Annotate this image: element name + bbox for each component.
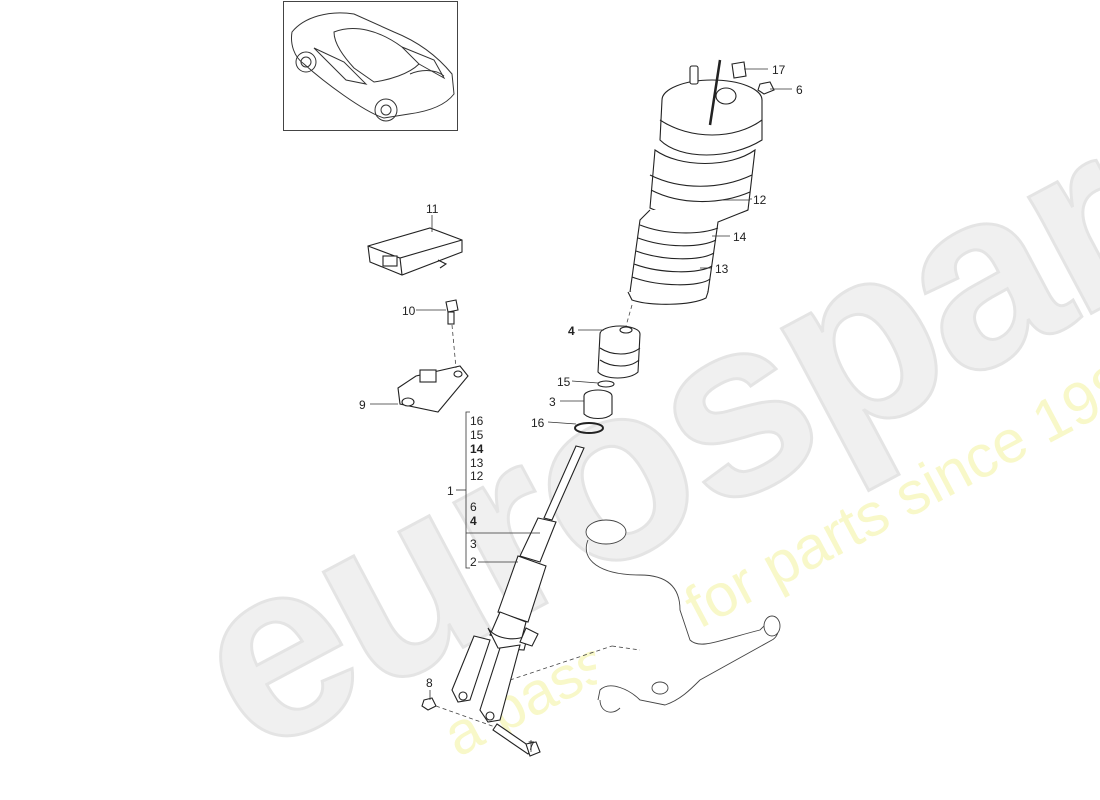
- group-item-13[interactable]: 13: [470, 456, 484, 470]
- group-item-14[interactable]: 14: [470, 442, 484, 456]
- group-item-15[interactable]: 15: [470, 428, 484, 442]
- callout-11[interactable]: 11: [426, 202, 439, 216]
- o-ring-small[interactable]: [597, 380, 615, 388]
- hex-bolt[interactable]: [492, 723, 541, 757]
- air-spring[interactable]: [649, 59, 763, 220]
- callout-12[interactable]: 12: [753, 193, 767, 207]
- callout-14[interactable]: 14: [733, 230, 747, 244]
- control-unit[interactable]: [367, 227, 463, 276]
- group-item-16[interactable]: 16: [470, 414, 484, 428]
- lock-nut[interactable]: [421, 697, 437, 711]
- screw[interactable]: [445, 299, 459, 325]
- control-arm: [585, 519, 781, 713]
- group-item-6[interactable]: 6: [470, 500, 477, 514]
- bump-stop-buffer[interactable]: [597, 325, 641, 379]
- group-item-3[interactable]: 3: [470, 537, 477, 551]
- protective-bellows[interactable]: [627, 209, 749, 305]
- callout-16[interactable]: 16: [531, 416, 545, 430]
- sensor[interactable]: [397, 365, 469, 413]
- callout-3[interactable]: 3: [549, 395, 556, 409]
- bump-stop-bushing[interactable]: [583, 389, 613, 420]
- callout-15[interactable]: 15: [557, 375, 571, 389]
- strut-lower-housing[interactable]: [451, 517, 557, 723]
- piston-rod: [543, 445, 585, 521]
- callout-13[interactable]: 13: [715, 262, 729, 276]
- vehicle-thumbnail: [283, 1, 458, 131]
- callout-1[interactable]: 1: [447, 484, 454, 498]
- callout-17[interactable]: 17: [772, 63, 786, 77]
- group-item-4[interactable]: 4: [470, 514, 477, 528]
- hex-nut[interactable]: [757, 81, 775, 95]
- car-icon: [291, 12, 455, 122]
- callout-9[interactable]: 9: [359, 398, 366, 412]
- callout-6[interactable]: 6: [796, 83, 803, 97]
- o-ring-large[interactable]: [574, 422, 604, 434]
- callout-4[interactable]: 4: [568, 324, 575, 338]
- callout-7[interactable]: 7: [528, 739, 535, 753]
- cap-nut[interactable]: [731, 61, 747, 79]
- callout-8[interactable]: 8: [426, 676, 433, 690]
- group-item-2[interactable]: 2: [470, 555, 477, 569]
- group-item-12[interactable]: 12: [470, 469, 484, 483]
- callout-10[interactable]: 10: [402, 304, 416, 318]
